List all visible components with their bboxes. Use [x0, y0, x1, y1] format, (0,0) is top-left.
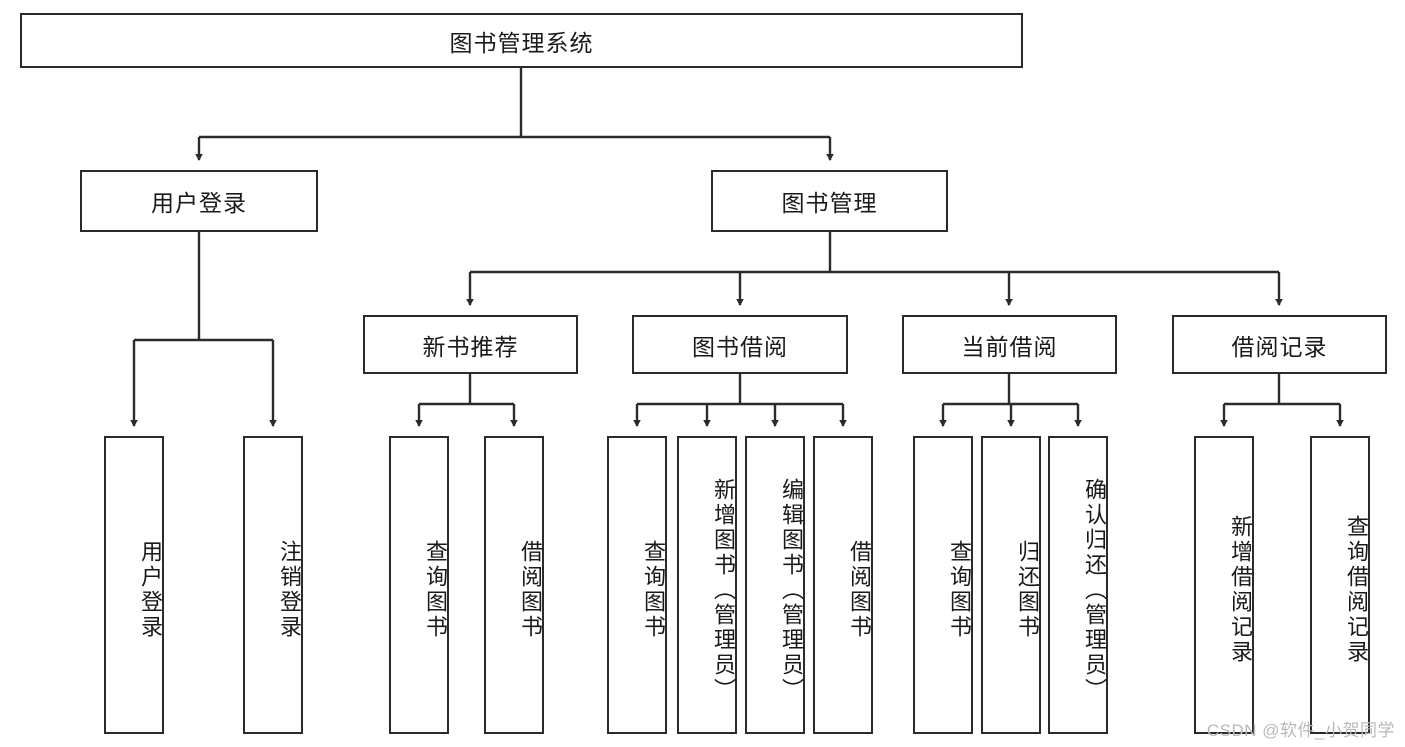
watermark-text: CSDN @软件_小贺同学 — [1206, 721, 1395, 740]
node-leaf-query-book-2-label: 查询图书 — [641, 540, 666, 640]
edge-group-root — [195, 68, 834, 162]
node-leaf-add-record-label: 新增借阅记录 — [1228, 515, 1253, 665]
node-root-label: 图书管理系统 — [449, 29, 594, 56]
node-leaf-query-book-1-label: 查询图书 — [423, 540, 448, 640]
node-current-borrow[interactable]: 当前借阅 — [902, 315, 1117, 374]
node-leaf-query-book-3[interactable]: 查询图书 — [913, 436, 973, 734]
node-current-borrow-label: 当前借阅 — [961, 333, 1058, 360]
node-leaf-confirm-return[interactable]: 确认归还（管理员） — [1048, 436, 1108, 734]
node-leaf-add-record[interactable]: 新增借阅记录 — [1194, 436, 1254, 734]
node-leaf-query-record[interactable]: 查询借阅记录 — [1310, 436, 1370, 734]
edge-group-borrow-record — [1220, 374, 1344, 428]
node-borrow-record[interactable]: 借阅记录 — [1172, 315, 1387, 374]
node-book-borrow-label: 图书借阅 — [692, 333, 788, 360]
node-root[interactable]: 图书管理系统 — [20, 13, 1023, 68]
edge-group-new-book-recommend — [415, 374, 518, 428]
node-leaf-edit-book[interactable]: 编辑图书（管理员） — [745, 436, 805, 734]
node-leaf-confirm-return-label: 确认归还（管理员） — [1082, 477, 1107, 703]
edge-group-book-borrow — [633, 374, 847, 428]
node-leaf-return-book-label: 归还图书 — [1015, 540, 1040, 640]
node-leaf-query-book-1[interactable]: 查询图书 — [389, 436, 449, 734]
node-book-borrow[interactable]: 图书借阅 — [632, 315, 848, 374]
node-leaf-edit-book-label: 编辑图书（管理员） — [779, 477, 804, 703]
node-leaf-borrow-book-1[interactable]: 借阅图书 — [484, 436, 544, 734]
node-leaf-add-book[interactable]: 新增图书（管理员） — [677, 436, 737, 734]
node-leaf-user-login-label: 用户登录 — [138, 540, 163, 640]
edge-group-user-login — [130, 232, 277, 428]
node-leaf-query-book-2[interactable]: 查询图书 — [607, 436, 667, 734]
node-leaf-query-book-3-label: 查询图书 — [947, 540, 972, 640]
edge-group-current-borrow — [939, 374, 1082, 428]
node-user-login-label: 用户登录 — [151, 190, 247, 216]
node-new-book-recommend-label: 新书推荐 — [422, 333, 519, 360]
node-borrow-record-label: 借阅记录 — [1231, 333, 1328, 360]
node-user-login[interactable]: 用户登录 — [80, 170, 318, 232]
node-leaf-borrow-book-2[interactable]: 借阅图书 — [813, 436, 873, 734]
node-leaf-logout-label: 注销登录 — [277, 540, 302, 640]
node-book-management[interactable]: 图书管理 — [711, 170, 948, 232]
node-leaf-query-record-label: 查询借阅记录 — [1344, 515, 1369, 665]
node-leaf-add-book-label: 新增图书（管理员） — [711, 477, 736, 703]
node-leaf-return-book[interactable]: 归还图书 — [981, 436, 1041, 734]
node-new-book-recommend[interactable]: 新书推荐 — [363, 315, 578, 374]
edge-group-book-management — [466, 232, 1283, 307]
node-leaf-logout[interactable]: 注销登录 — [243, 436, 303, 734]
node-leaf-borrow-book-2-label: 借阅图书 — [847, 540, 872, 640]
node-leaf-borrow-book-1-label: 借阅图书 — [518, 540, 543, 640]
node-leaf-user-login[interactable]: 用户登录 — [104, 436, 164, 734]
node-book-management-label: 图书管理 — [781, 190, 878, 216]
